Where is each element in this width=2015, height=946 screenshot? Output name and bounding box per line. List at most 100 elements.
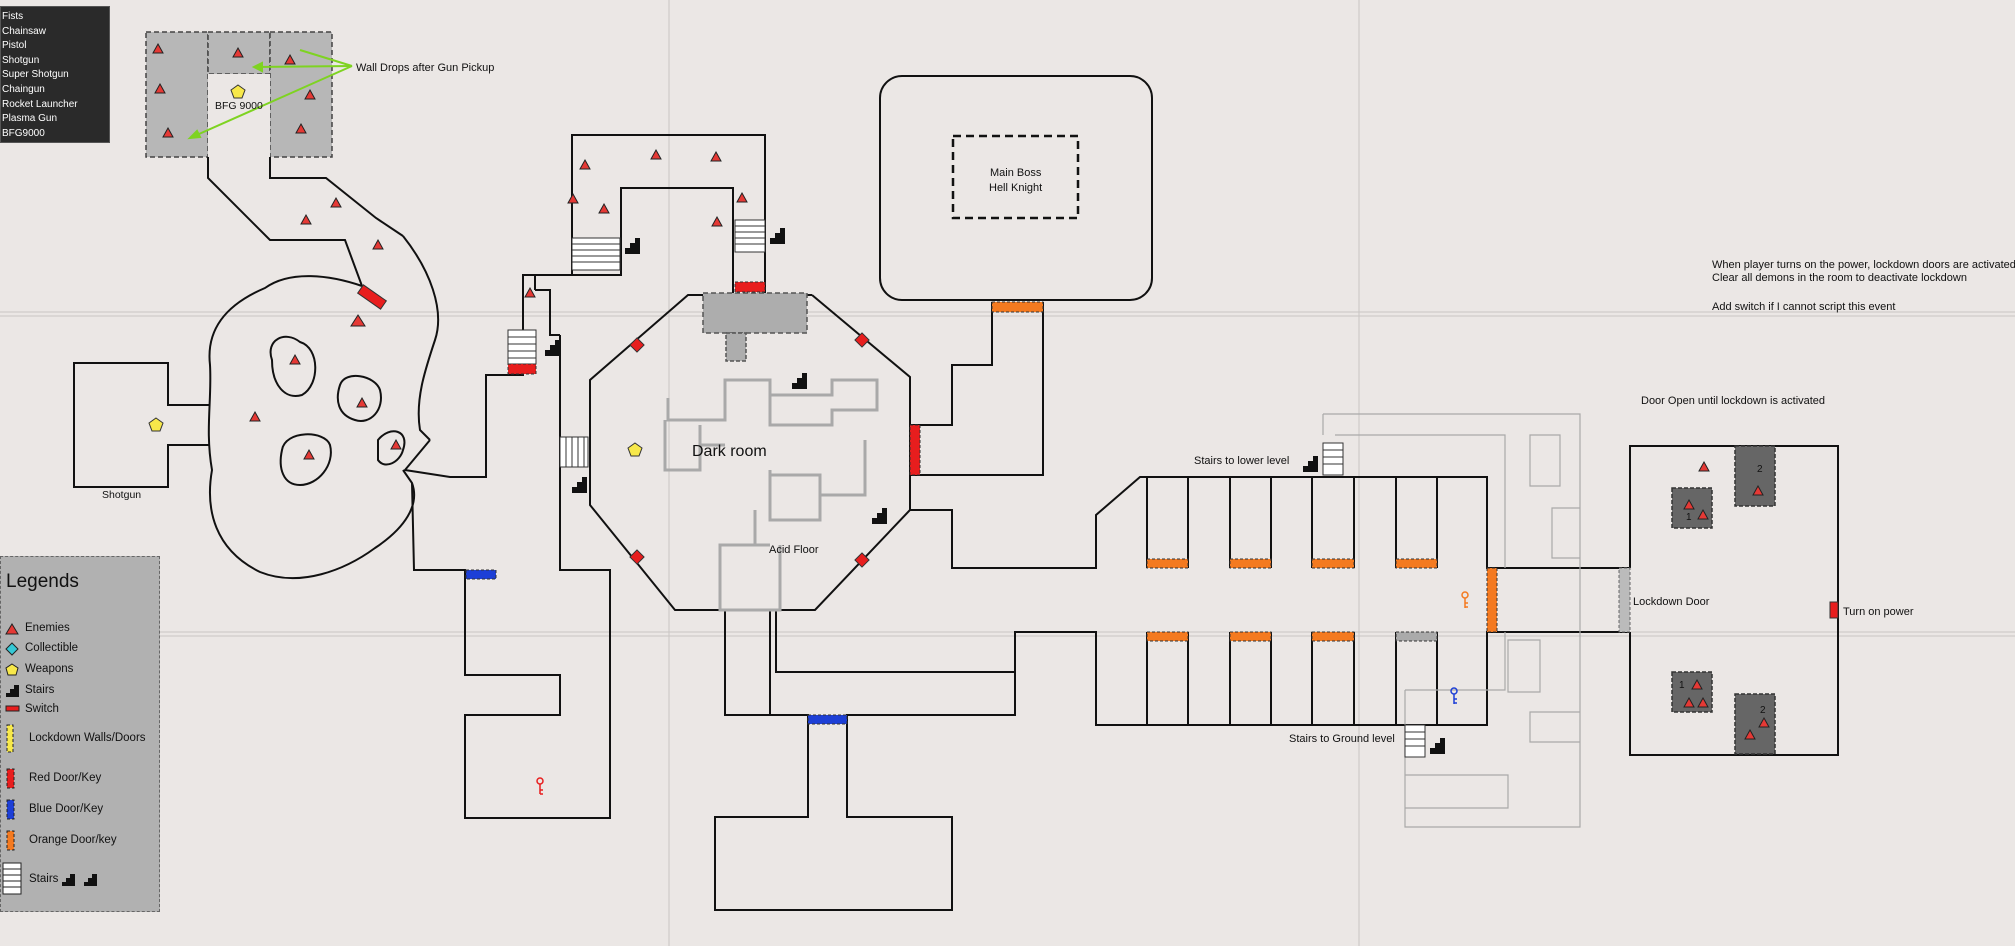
- cell-number: 1: [1679, 680, 1685, 691]
- enemy-icon: [350, 314, 366, 327]
- orange-door-icon: [6, 830, 15, 851]
- enemy-icon: [1683, 498, 1695, 510]
- weapon-list-item: BFG9000: [2, 127, 45, 139]
- blue-door-icon: [6, 799, 15, 820]
- enemy-icon: [650, 148, 662, 160]
- wall-drop-arrows: [187, 49, 353, 140]
- enemy-icon: [524, 286, 536, 298]
- enemy-icon: [1752, 484, 1764, 496]
- wall-drops-label: Wall Drops after Gun Pickup: [356, 62, 494, 74]
- weapon-list-item: Shotgun: [2, 54, 40, 66]
- enemy-icon: [1691, 678, 1703, 690]
- legend-panel: Legends Enemies Collectible Weapons Stai…: [0, 556, 160, 912]
- enemy-icon: [736, 191, 748, 203]
- weapon-list-item: Chainsaw: [2, 25, 46, 37]
- legend-label: Enemies: [25, 622, 70, 634]
- stairs-block: [734, 219, 766, 253]
- doors: [356, 281, 1839, 725]
- enemy-icon: [1744, 728, 1756, 740]
- main-boss-label: Main Boss: [990, 167, 1042, 179]
- door-open-label: Door Open until lockdown is activated: [1641, 395, 1825, 407]
- stairs-icon: [872, 508, 887, 524]
- enemy-icon: [300, 213, 312, 225]
- bfg-label: BFG 9000: [215, 100, 263, 112]
- enemy-icon: [390, 438, 402, 450]
- cell-number: 1: [1686, 512, 1692, 523]
- map-labels: Wall Drops after Gun Pickup BFG 9000 Sho…: [102, 62, 2015, 745]
- legend-label: Weapons: [25, 663, 74, 675]
- red-marker: [854, 332, 870, 348]
- legend-title: Legends: [6, 571, 79, 592]
- blue-door: [465, 569, 497, 580]
- legend-label: Collectible: [25, 642, 79, 654]
- weapon-list-item: Super Shotgun: [2, 69, 69, 81]
- stairs-block: [507, 329, 537, 365]
- enemy-icon: [304, 88, 316, 100]
- lockdown-door-icon: [6, 724, 14, 753]
- stairs-icon: [84, 874, 97, 886]
- weapon-icon: [148, 417, 164, 432]
- enemy-icon: [567, 192, 579, 204]
- stairs-icon: [6, 685, 19, 697]
- orange-door: [1486, 567, 1498, 633]
- stair-icons: [545, 228, 1445, 754]
- orange-key-icon: [1461, 591, 1469, 608]
- enemy-icon: [1698, 460, 1710, 472]
- legend-label: Stairs: [25, 684, 55, 696]
- stairs-icon: [1430, 738, 1445, 754]
- enemy-icon: [152, 42, 164, 54]
- enemy-icon: [598, 202, 610, 214]
- red-marker: [854, 552, 870, 568]
- weapon-list-item: Fists: [2, 11, 24, 22]
- switch-icon: [5, 705, 20, 712]
- hell-knight-label: Hell Knight: [989, 182, 1042, 194]
- stairs-icon: [770, 228, 785, 244]
- cell-number: 2: [1757, 464, 1763, 475]
- weapon-list-item: Plasma Gun: [2, 113, 58, 125]
- stairs-block: [571, 237, 621, 271]
- enemy-icon: [1697, 508, 1709, 520]
- red-door: [356, 284, 388, 310]
- lower-level-outline: [663, 378, 879, 612]
- grey-blocks: [702, 292, 1776, 755]
- lockdown-note-line2: Clear all demons in the room to deactiva…: [1712, 272, 1967, 284]
- red-door: [734, 281, 766, 293]
- orange-door: [991, 301, 1044, 313]
- stairs-icon: [625, 238, 640, 254]
- weapon-list-item: Chaingun: [2, 83, 45, 95]
- red-door: [909, 424, 921, 476]
- enemy-icon: [5, 623, 19, 635]
- collectible-icon: [5, 642, 19, 656]
- red-marker: [629, 337, 645, 353]
- stairs-block: [1404, 724, 1426, 758]
- shotgun-label: Shotgun: [102, 489, 141, 501]
- cell-number: 2: [1760, 705, 1766, 716]
- legend-label: Stairs: [29, 873, 59, 885]
- legend-label: Lockdown Walls/Doors: [29, 732, 146, 744]
- stairs-block: [1322, 442, 1344, 476]
- stairs-hatched-icon: [2, 862, 22, 895]
- lower-level-outline-east: [1322, 413, 1581, 828]
- enemy-icon: [1697, 696, 1709, 708]
- enemy-icon: [711, 215, 723, 227]
- weapon-icon: [627, 442, 643, 457]
- legend-label: Blue Door/Key: [29, 803, 104, 815]
- weapon-list-item: Pistol: [2, 40, 27, 52]
- stairs-icon: [1303, 456, 1318, 472]
- lockdown-note-line3: Add switch if I cannot script this event: [1712, 301, 1895, 313]
- walls: [73, 75, 1839, 911]
- weapon-list-panel: Fists Chainsaw Pistol Shotgun Super Shot…: [0, 6, 110, 143]
- keys: [536, 591, 1469, 795]
- stairs-ground-label: Stairs to Ground level: [1289, 733, 1395, 745]
- stairs-block: [559, 436, 589, 468]
- stairs-icon: [572, 477, 587, 493]
- weapon-list-item: Rocket Launcher: [2, 98, 78, 110]
- red-key-icon: [536, 777, 544, 795]
- weapon-icon: [5, 663, 19, 676]
- legend-label: Switch: [25, 703, 59, 715]
- enemy-icon: [249, 410, 261, 422]
- red-door: [507, 363, 537, 375]
- stairs-icon: [545, 340, 560, 356]
- weapon-icon: [230, 84, 246, 99]
- dark-room-label: Dark room: [692, 443, 767, 460]
